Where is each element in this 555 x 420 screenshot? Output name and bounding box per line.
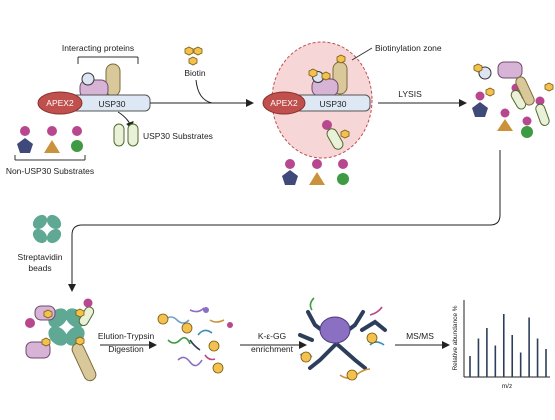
gg-tag-icon: [181, 322, 193, 334]
ub-icon: [285, 159, 295, 169]
apex2-label: APEX2: [46, 98, 74, 108]
usp30-label: USP30: [320, 99, 347, 109]
ub-icon: [522, 116, 532, 126]
biotinylation-zone-label: Biotinylation zone: [375, 43, 442, 53]
elution-label-line2: Digestion: [108, 344, 144, 354]
digested-peptides: [164, 307, 225, 367]
triangle-substrate-icon: [44, 140, 60, 153]
circle-substrate-icon: [521, 126, 533, 138]
biotin-merge-line: [195, 79, 213, 104]
return-path-arrow: [68, 150, 501, 292]
triangle-substrate-icon: [497, 119, 513, 131]
biotinylated-proteins: [308, 54, 348, 97]
pentagon-substrate-icon: [17, 138, 33, 153]
small-protein: [81, 72, 95, 86]
msms-label: MS/MS: [406, 331, 434, 341]
lysis-label: LYSIS: [398, 89, 422, 99]
streptavidin-label-line1: Streptavidin: [18, 252, 63, 262]
biotin-icon: [473, 63, 483, 73]
substrate-rod: [535, 103, 550, 126]
ub-icon: [500, 108, 510, 118]
usp30-substrates-label: USP30 Substrates: [143, 131, 213, 141]
zone-pointer: [351, 47, 373, 61]
peptide-gg-tags: [157, 307, 233, 374]
biotin-icon: [193, 46, 203, 56]
gg-tag-icon: [366, 332, 378, 344]
elution-label-line1: Elution-Trypsin: [98, 331, 155, 341]
streptavidin-bead-icon: [32, 214, 62, 244]
ub-icon: [25, 318, 35, 328]
biotin-icon: [184, 46, 194, 56]
lysate-mixture: [472, 61, 554, 138]
bead-captured-complex: [25, 298, 97, 382]
antibody-enrichment-complex: [298, 297, 387, 381]
apex2-usp30-construct-2: USP30 APEX2: [262, 91, 371, 115]
substrate-rod-2: [127, 123, 139, 147]
biotin-icon: [321, 71, 331, 81]
pink-protein: [25, 341, 51, 359]
biotin-icon: [544, 82, 554, 92]
usp30-label: USP30: [99, 99, 126, 109]
ub-icon: [312, 159, 322, 169]
substrate-rod-1: [113, 123, 125, 147]
streptavidin-label-line2: beads: [28, 263, 51, 273]
non-usp30-bracket: [14, 155, 86, 161]
circle-substrate-icon: [337, 173, 349, 185]
usp30-substrates-group: [113, 123, 139, 147]
biotin-icon: [336, 54, 346, 64]
rod-protein: [515, 76, 535, 106]
biotin-icon: [41, 337, 51, 347]
substrate-rod: [326, 128, 344, 150]
rod-protein: [71, 342, 97, 382]
pentagon-substrate-icon: [282, 170, 298, 185]
ub-icon: [322, 120, 332, 130]
spectrum-peaks: [469, 314, 547, 377]
ub-icon: [475, 91, 485, 101]
interacting-proteins-bracket: [77, 56, 139, 64]
enrichment-bead: [319, 316, 351, 344]
ub-icon: [20, 126, 30, 136]
pink-protein: [497, 61, 523, 79]
ub-icon: [72, 126, 82, 136]
gg-tag-icon: [157, 313, 169, 325]
biotin-icon: [308, 68, 318, 78]
biotin-label: Biotin: [184, 68, 206, 78]
interacting-proteins-group: [79, 63, 121, 99]
kgg-label-line2: enrichment: [251, 344, 294, 354]
interacting-proteins-label: Interacting proteins: [62, 43, 134, 53]
ub-icon: [83, 298, 93, 308]
gg-tag-icon: [300, 351, 312, 363]
apex2-body: [262, 91, 306, 115]
biotinylated-substrates: [322, 120, 350, 150]
non-labelled-substrates: [282, 159, 349, 185]
gg-tag-icon: [208, 340, 220, 352]
circle-substrate-icon: [71, 140, 83, 152]
non-usp30-substrates-label: Non-USP30 Substrates: [6, 166, 94, 176]
gg-tag-icon: [346, 369, 358, 381]
non-usp30-substrates-group: [17, 126, 83, 153]
gg-tag-icon: [212, 362, 224, 374]
apex2-body: [37, 91, 83, 115]
biotin-icon: [43, 309, 53, 319]
x-axis-label: m/z: [502, 383, 512, 390]
biotin-icon: [485, 87, 495, 97]
biotin-icon: [75, 308, 85, 318]
apex2-usp30-construct: USP30 APEX2: [37, 91, 151, 115]
ub-icon: [535, 96, 545, 106]
mass-spectrum: [463, 300, 550, 378]
ub-icon: [47, 126, 57, 136]
apex2-label: APEX2: [270, 98, 298, 108]
pentagon-substrate-icon: [472, 102, 488, 117]
kgg-label-line1: K-ε-GG: [258, 331, 286, 341]
triangle-substrate-icon: [309, 172, 325, 185]
terminal-dot: [227, 322, 233, 328]
biotin-icon: [340, 129, 350, 139]
terminal-dot: [203, 307, 209, 313]
biotin-icon: [75, 336, 85, 346]
biotin-icon: [188, 56, 198, 66]
biotin-molecules: [184, 46, 203, 66]
y-axis-label: Relative abundance %: [452, 305, 459, 370]
ub-icon: [338, 159, 348, 169]
